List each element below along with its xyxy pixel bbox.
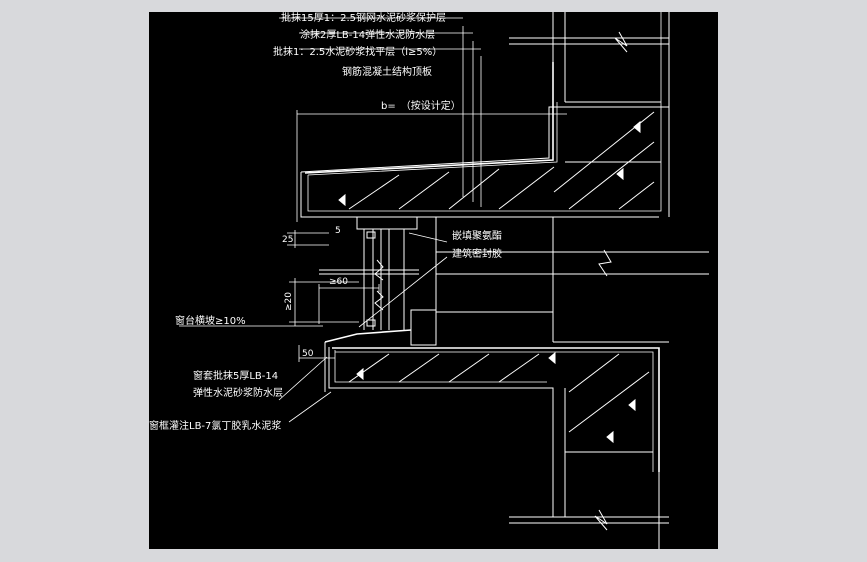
window-waterproof-detail-drawing: 批抹15厚1：2.5钢网水泥砂浆保护层 涂抹2厚LB-14弹性水泥防水层 批抹1… bbox=[149, 12, 709, 549]
note-sealant-2: 建筑密封胶 bbox=[452, 247, 502, 260]
note-protective-layer: 批抹15厚1：2.5钢网水泥砂浆保护层 bbox=[281, 12, 446, 24]
dimension-lines bbox=[287, 110, 567, 362]
cad-drawing-canvas: 批抹15厚1：2.5钢网水泥砂浆保护层 涂抹2厚LB-14弹性水泥防水层 批抹1… bbox=[149, 12, 718, 549]
leader-lines bbox=[179, 17, 482, 423]
dim-sill-width: ≥60 bbox=[329, 277, 348, 287]
note-leveling-layer: 批抹1：2.5水泥砂浆找平层（i≥5%） bbox=[273, 45, 442, 58]
sill-waterproof-layer bbox=[324, 329, 412, 392]
note-frame-fill: 窗框灌注LB-7氯丁胶乳水泥浆 bbox=[149, 419, 281, 432]
note-sill-waterproof-1: 窗套批抹5厚LB-14 bbox=[193, 369, 278, 382]
note-structural-slab: 钢筋混凝土结构顶板 bbox=[342, 65, 432, 78]
note-width: b= （按设计定） bbox=[381, 99, 461, 112]
middle-wall bbox=[435, 217, 709, 343]
note-sill-waterproof-2: 弹性水泥砂浆防水层 bbox=[193, 386, 283, 399]
note-sill-slope: 窗台横坡≥10% bbox=[175, 314, 246, 327]
dim-sill-drip: 50 bbox=[302, 349, 314, 359]
note-sealant-1: 嵌填聚氨酯 bbox=[452, 229, 502, 242]
note-waterproof-layer: 涂抹2厚LB-14弹性水泥防水层 bbox=[300, 28, 435, 41]
upper-concrete-slab bbox=[300, 12, 670, 218]
dim-sill-height: ≥20 bbox=[284, 292, 294, 311]
window-frame bbox=[319, 216, 437, 346]
dim-head-gap: 25 bbox=[282, 235, 293, 245]
lower-sill-slab bbox=[328, 347, 669, 549]
annotation-texts: 批抹15厚1：2.5钢网水泥砂浆保护层 涂抹2厚LB-14弹性水泥防水层 批抹1… bbox=[149, 12, 502, 432]
dim-head-edge: 5 bbox=[335, 226, 341, 236]
